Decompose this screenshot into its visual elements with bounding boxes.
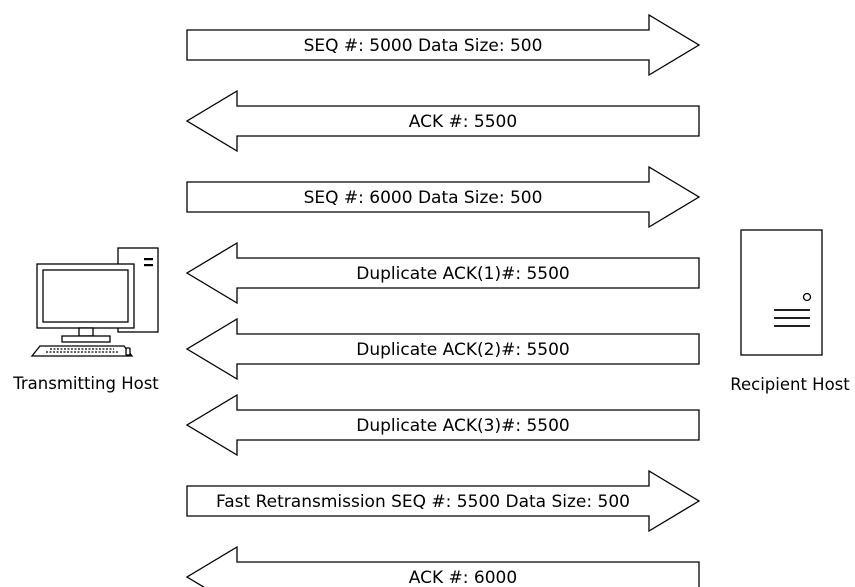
arrow-body (186, 469, 701, 533)
arrow-label: Duplicate ACK(2)#: 5500 (356, 340, 569, 360)
arrow-label: Duplicate ACK(3)#: 5500 (356, 416, 569, 436)
arrow-body (185, 89, 700, 153)
transmitting-host-label: Transmitting Host (12, 374, 159, 393)
arrow-body (185, 393, 700, 457)
server-tower-icon (740, 229, 823, 356)
arrow-label: ACK #: 5500 (409, 112, 517, 132)
arrow-label: ACK #: 6000 (409, 568, 517, 587)
duplicate-ack-2-arrow: Duplicate ACK(2)#: 5500 (185, 317, 700, 381)
arrow-body (185, 241, 700, 305)
ack-6000-arrow: ACK #: 6000 (185, 545, 700, 587)
desktop-computer-icon (30, 247, 159, 357)
arrow-body (186, 13, 701, 77)
duplicate-ack-3-arrow: Duplicate ACK(3)#: 5500 (185, 393, 700, 457)
seq-6000-arrow: SEQ #: 6000 Data Size: 500 (186, 165, 701, 229)
arrow-label: Duplicate ACK(1)#: 5500 (356, 264, 569, 284)
arrow-label: SEQ #: 6000 Data Size: 500 (304, 188, 543, 208)
arrow-label: Fast Retransmission SEQ #: 5500 Data Siz… (216, 492, 630, 512)
arrow-body (185, 317, 700, 381)
duplicate-ack-1-arrow: Duplicate ACK(1)#: 5500 (185, 241, 700, 305)
arrow-body (185, 545, 700, 587)
seq-5000-arrow: SEQ #: 5000 Data Size: 500 (186, 13, 701, 77)
arrow-label: SEQ #: 5000 Data Size: 500 (304, 36, 543, 56)
ack-5500-arrow: ACK #: 5500 (185, 89, 700, 153)
fast-retransmission-arrow: Fast Retransmission SEQ #: 5500 Data Siz… (186, 469, 701, 533)
arrow-body (186, 165, 701, 229)
recipient-host-label: Recipient Host (730, 375, 850, 394)
